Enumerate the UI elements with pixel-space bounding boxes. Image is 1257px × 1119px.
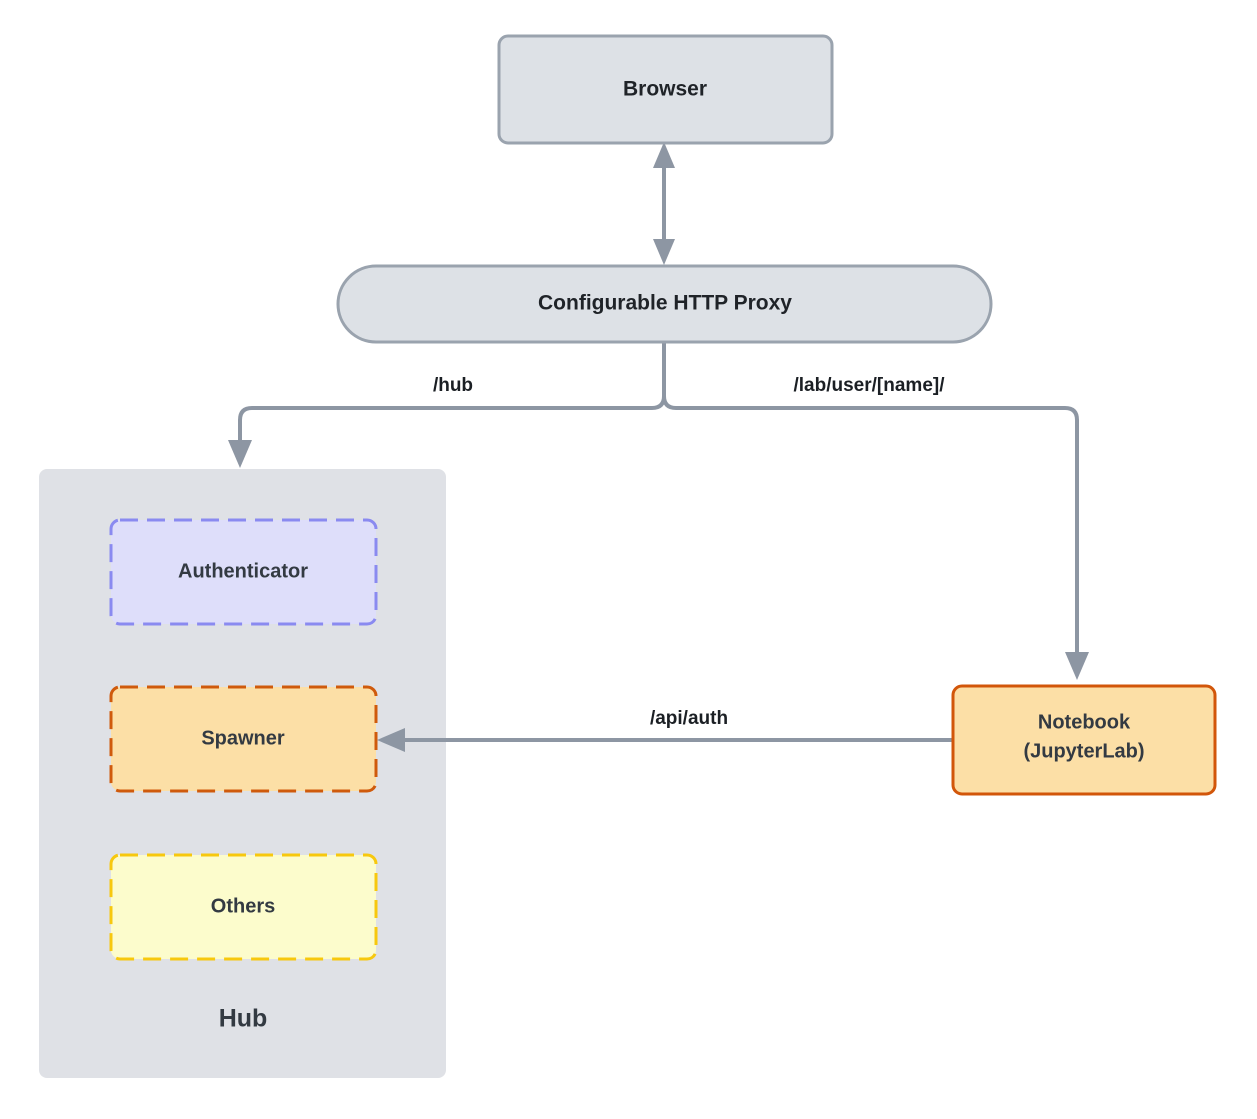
notebook-label-line2: (JupyterLab) [1023,740,1144,762]
notebook-box [951,684,1217,796]
edge-browser-proxy[interactable] [653,142,675,265]
arrow-head-up-browser [653,142,675,168]
node-spawner[interactable]: Spawner [109,685,378,793]
node-authenticator[interactable]: Authenticator [109,518,378,626]
arrow-head-notebook [1065,652,1089,680]
arrow-head-hub [228,440,252,468]
spawner-label: Spawner [201,727,285,749]
edge-proxy-hub[interactable]: /hub [228,342,666,468]
others-box [109,853,378,961]
proxy-box [336,264,993,344]
edge-label-lab-user: /lab/user/[name]/ [794,375,946,396]
others-label: Others [211,895,275,917]
node-notebook[interactable]: Notebook (JupyterLab) [951,684,1217,796]
arrow-head-down-proxy [653,239,675,265]
node-configurable-http-proxy[interactable]: Configurable HTTP Proxy [336,264,993,344]
arrow-head-spawner [377,728,405,752]
authenticator-box [109,518,378,626]
node-others[interactable]: Others [109,853,378,961]
spawner-box [109,685,378,793]
browser-box [497,34,834,145]
edge-proxy-notebook[interactable]: /lab/user/[name]/ [662,342,1089,680]
edge-label-api-auth: /api/auth [650,708,728,729]
node-browser[interactable]: Browser [497,34,834,145]
authenticator-label: Authenticator [178,560,308,582]
browser-label: Browser [623,78,707,101]
edge-notebook-spawner[interactable]: /api/auth [377,708,952,752]
edge-proxy-notebook-line [662,342,1079,658]
edge-label-hub: /hub [433,375,473,396]
hub-cluster-label: Hub [219,1005,268,1033]
notebook-label-line1: Notebook [1038,711,1131,733]
proxy-label: Configurable HTTP Proxy [538,292,792,315]
